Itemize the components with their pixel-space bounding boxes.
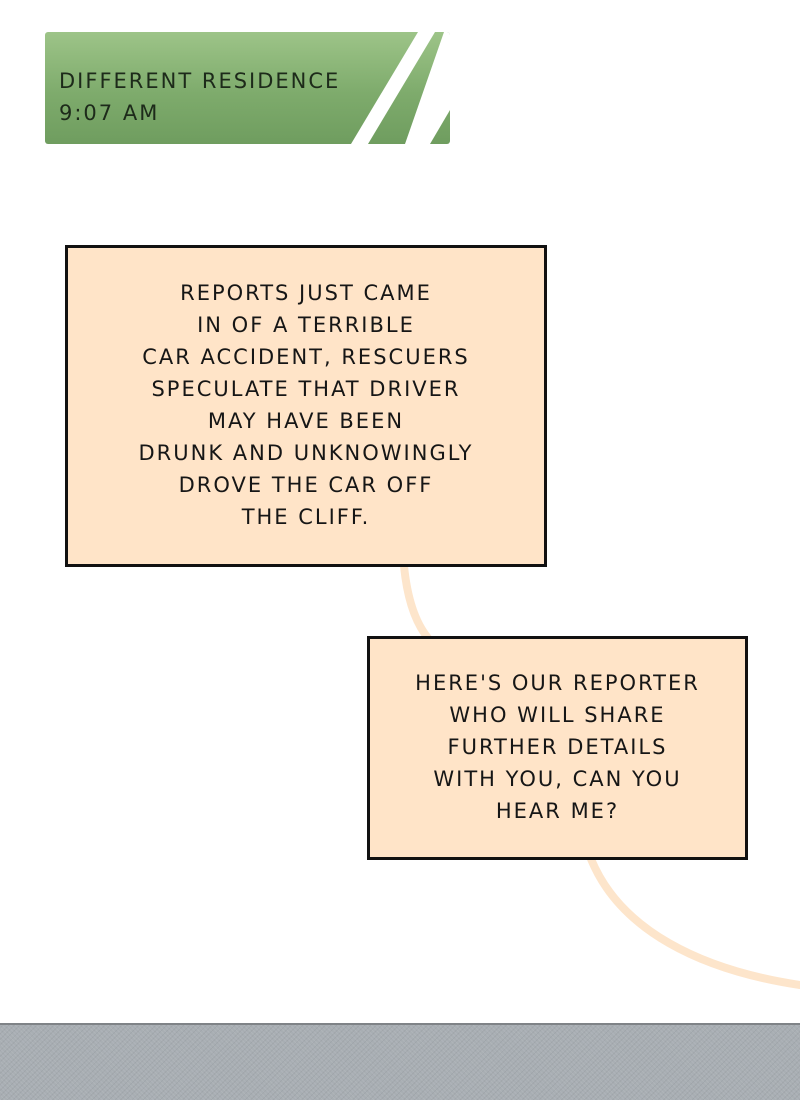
speech-tail-second [587, 855, 800, 989]
next-panel-gray-band [0, 1023, 800, 1100]
speech-line: HERE'S OUR REPORTER [415, 671, 700, 695]
speech-line: WHO WILL SHARE [449, 703, 666, 727]
speech-line: DROVE THE CAR OFF [178, 473, 434, 497]
speech-line: FURTHER DETAILS [447, 735, 668, 759]
caption-stripes-decoration [351, 32, 450, 144]
location-caption: DIFFERENT RESIDENCE 9:07 AM [45, 32, 450, 144]
speech-text: REPORTS JUST CAME IN OF A TERRIBLE CAR A… [139, 277, 474, 533]
speech-line: HEAR ME? [495, 799, 620, 823]
caption-text: DIFFERENT RESIDENCE 9:07 AM [59, 65, 340, 129]
speech-line: CAR ACCIDENT, RESCUERS [142, 345, 470, 369]
speech-box-reporter-intro: HERE'S OUR REPORTER WHO WILL SHARE FURTH… [367, 636, 748, 860]
speech-line: REPORTS JUST CAME [180, 281, 432, 305]
speech-line: DRUNK AND UNKNOWINGLY [138, 441, 474, 465]
speech-line: THE CLIFF. [241, 505, 371, 529]
speech-text: HERE'S OUR REPORTER WHO WILL SHARE FURTH… [415, 667, 700, 827]
caption-time: 9:07 AM [59, 101, 160, 125]
speech-box-news-report: REPORTS JUST CAME IN OF A TERRIBLE CAR A… [65, 245, 547, 567]
speech-line: WITH YOU, CAN YOU [433, 767, 682, 791]
speech-line: SPECULATE THAT DRIVER [151, 377, 461, 401]
speech-line: MAY HAVE BEEN [207, 409, 405, 433]
speech-line: IN OF A TERRIBLE [197, 313, 415, 337]
caption-location: DIFFERENT RESIDENCE [59, 69, 341, 93]
speech-tail-first [400, 562, 432, 642]
